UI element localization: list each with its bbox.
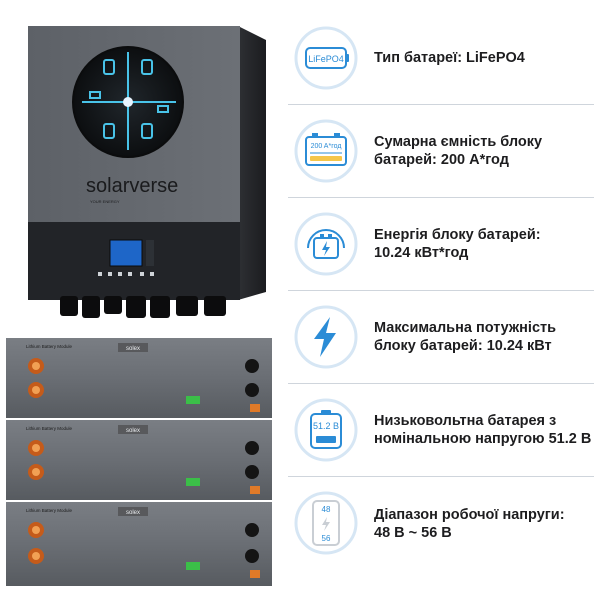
svg-text:51.2 B: 51.2 B: [313, 421, 339, 431]
inverter: solarverse YOUR ENERGY: [28, 26, 266, 318]
battery-module: Lithium Battery Module solex: [6, 338, 272, 418]
spec-line: батарей: 200 А*год: [374, 152, 509, 168]
inverter-logo: solarverse: [86, 175, 178, 197]
voltage-battery-icon: 51.2 B: [294, 398, 358, 462]
svg-text:LiFePO4: LiFePO4: [308, 54, 344, 64]
spec-voltage: 51.2 B Низьковольтна батарея з номінальн…: [288, 384, 594, 477]
spec-voltage-range: 48 56 Діапазон робочої напруги: 48 В ~ 5…: [288, 477, 594, 570]
battery-stack: Lithium Battery Module solex Lithium Bat…: [6, 338, 272, 586]
product-image: solarverse YOUR ENERGY Lithium Battery M…: [6, 26, 272, 586]
spec-line: Діапазон робочої напруги:: [374, 506, 565, 523]
battery-capacity-icon: 200 A*год: [294, 119, 358, 183]
svg-text:solex: solex: [126, 510, 140, 516]
lightning-icon: [294, 305, 358, 369]
svg-text:Lithium Battery Module: Lithium Battery Module: [26, 426, 73, 431]
battery-type-icon: LiFePO4: [294, 26, 358, 90]
spec-line: 10.24 кВт*год: [374, 245, 469, 261]
spec-line: Енергія блоку батарей:: [374, 227, 541, 243]
spec-line: Сумарна ємність блоку: [374, 134, 543, 150]
battery-module: Lithium Battery Module solex: [6, 502, 272, 586]
svg-text:Lithium Battery Module: Lithium Battery Module: [26, 344, 73, 349]
spec-line: Низьковольтна батарея з: [374, 413, 557, 429]
spec-line: Максимальна потужність: [374, 320, 557, 336]
svg-text:solex: solex: [126, 346, 140, 352]
spec-capacity: 200 A*год Сумарна ємність блоку батарей:…: [288, 105, 594, 198]
voltage-range-icon: 48 56: [294, 491, 358, 555]
spec-energy: Енергія блоку батарей: 10.24 кВт*год: [288, 198, 594, 291]
spec-line: Тип батареї: LiFePO4: [374, 50, 525, 66]
inverter-tagline: YOUR ENERGY: [90, 199, 120, 204]
svg-text:solex: solex: [126, 428, 140, 434]
svg-text:Lithium Battery Module: Lithium Battery Module: [26, 508, 73, 513]
spec-line: номінальною напругою 51.2 В: [374, 431, 592, 447]
spec-list: LiFePO4 Тип батареї: LiFePO4 200 A*год С…: [288, 12, 594, 570]
spec-line: 48 В ~ 56 В: [374, 524, 452, 541]
svg-text:200 A*год: 200 A*год: [311, 143, 342, 150]
svg-text:48: 48: [322, 505, 331, 514]
svg-text:56: 56: [322, 534, 331, 543]
spec-line: блоку батарей: 10.24 кВт: [374, 338, 552, 354]
battery-energy-icon: [294, 212, 358, 276]
spec-power: Максимальна потужність блоку батарей: 10…: [288, 291, 594, 384]
battery-module: Lithium Battery Module solex: [6, 420, 272, 500]
spec-battery-type: LiFePO4 Тип батареї: LiFePO4: [288, 12, 594, 105]
